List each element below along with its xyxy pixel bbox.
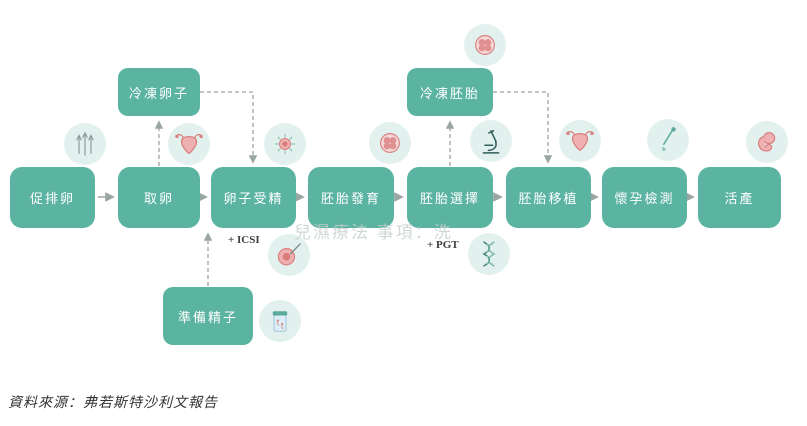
step-box-embryo-development: 胚胎發育 [308, 167, 394, 228]
step-box-embryo-transfer: 胚胎移植 [506, 167, 591, 228]
step-label: 促排卵 [29, 191, 75, 206]
step-box-embryo-selection: 胚胎選擇 [407, 167, 493, 228]
pipette-icon [647, 119, 689, 161]
step-box-ovulation-induction: 促排卵 [10, 167, 95, 228]
step-box-frozen-embryos: 冷凍胚胎 [407, 68, 493, 116]
step-label: 胚胎發育 [320, 191, 381, 206]
source-note: 資料來源：弗若斯特沙利文報告 [8, 396, 218, 411]
step-label: 胚胎選擇 [419, 191, 480, 206]
step-label: 胚胎移植 [518, 191, 579, 206]
dna-icon [468, 233, 510, 275]
pgt-annotation: + PGT [427, 239, 459, 251]
step-label: 準備精子 [177, 309, 238, 325]
sample-cup-icon [259, 300, 301, 342]
embryo-icon [369, 122, 411, 164]
step-label: 活產 [724, 191, 755, 206]
step-label: 取卵 [143, 191, 174, 206]
step-label: 冷凍卵子 [128, 85, 189, 101]
uterus-icon [559, 120, 601, 162]
step-box-egg-fertilization: 卵子受精 [211, 167, 296, 228]
fertilization-icon [264, 123, 306, 165]
watermark-text: 兒濕療法 事項：洗 [294, 223, 453, 242]
icsi-annotation: + ICSI [228, 234, 260, 246]
microscope-icon [470, 120, 512, 162]
step-box-pregnancy-test: 懷孕檢測 [602, 167, 687, 228]
step-box-live-birth: 活產 [698, 167, 781, 228]
uterus-icon [168, 123, 210, 165]
baby-icon [746, 121, 788, 163]
step-label: 卵子受精 [223, 191, 284, 206]
icsi-injection-icon [268, 234, 310, 276]
step-label: 冷凍胚胎 [419, 85, 480, 101]
syringe-icon [64, 123, 106, 165]
step-label: 懷孕檢測 [614, 191, 675, 206]
step-box-egg-retrieval: 取卵 [118, 167, 200, 228]
step-box-frozen-eggs: 冷凍卵子 [118, 68, 200, 116]
step-box-sperm-preparation: 準備精子 [163, 287, 253, 345]
embryo-icon [464, 24, 506, 66]
